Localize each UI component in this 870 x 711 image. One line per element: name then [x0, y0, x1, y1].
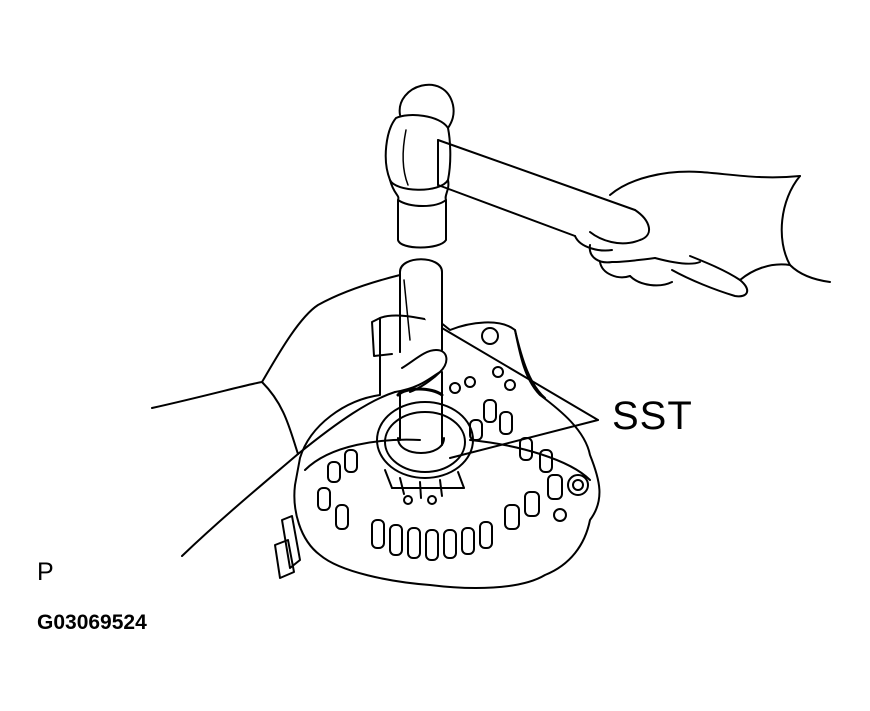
view-letter: P [37, 558, 54, 586]
bearing-ring [376, 401, 474, 499]
hand-holding-hammer [574, 170, 831, 298]
figure-code: G03069524 [37, 611, 147, 634]
sst-callout-label: SST [612, 394, 693, 438]
housing-slots [317, 399, 563, 561]
hammer [384, 83, 636, 249]
sst-driver-tool [396, 258, 445, 454]
housing-bosses [403, 327, 589, 522]
sst-leader-lines [441, 327, 599, 459]
alternator-housing [274, 314, 601, 589]
